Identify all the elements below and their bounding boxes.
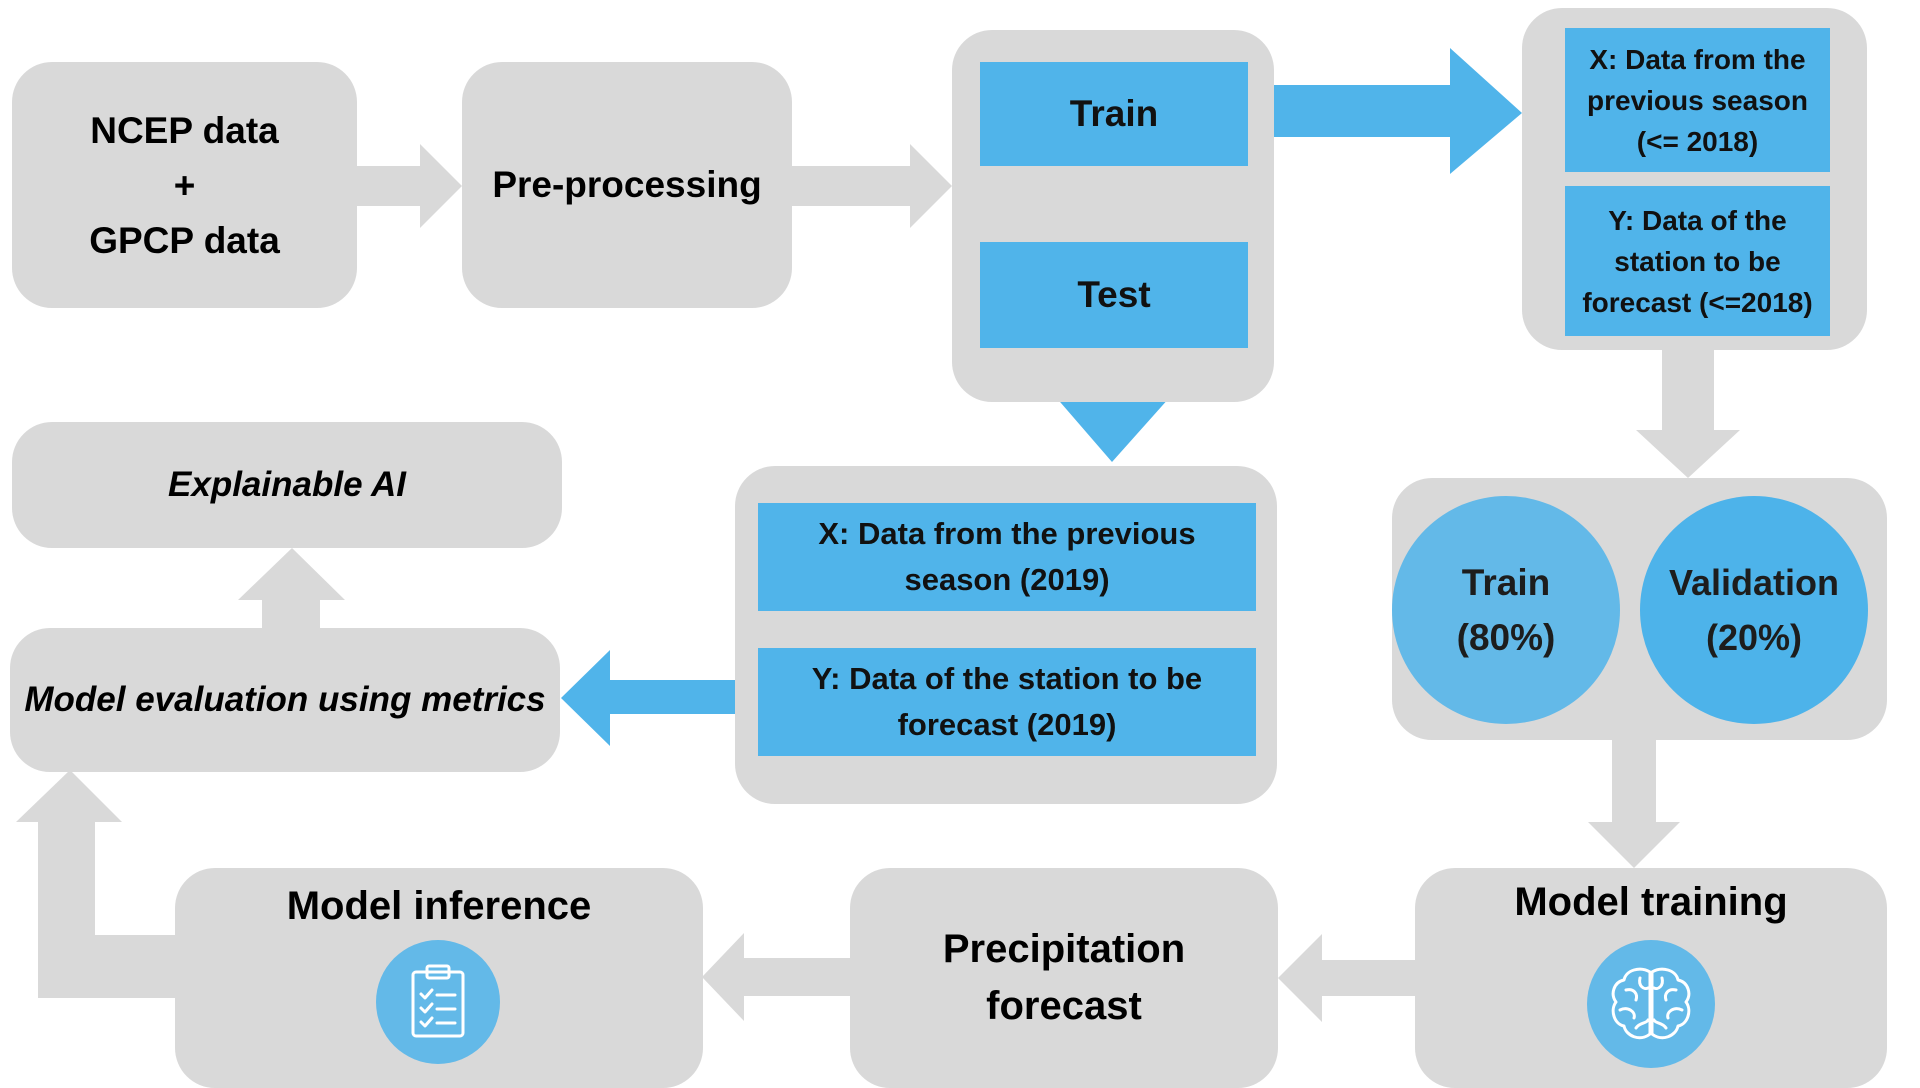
train-circle-line1: Train	[1461, 562, 1551, 603]
test-y-line1: Y: Data of the station to be	[811, 661, 1203, 696]
train-80-circle: Train (80%)	[1392, 496, 1620, 724]
gpcp-line: GPCP data	[89, 219, 280, 261]
train-y-block: Y: Data of the station to be forecast (<…	[1565, 186, 1830, 336]
arrow-preprocessing-to-split	[792, 144, 952, 228]
preprocessing-node: Pre-processing	[462, 62, 792, 308]
model-evaluation-node: Model evaluation using metrics	[10, 628, 560, 772]
arrow-evaluation-to-xai	[238, 548, 345, 628]
split-train-block: Train	[980, 62, 1248, 166]
split-test-block: Test	[980, 242, 1248, 348]
precipitation-line: Precipitation	[942, 927, 1186, 971]
train-x-line2: previous season	[1587, 84, 1808, 116]
precipitation-forecast-node: Precipitation forecast	[850, 868, 1278, 1088]
split-test-label: Test	[1077, 274, 1151, 315]
explainable-ai-label: Explainable AI	[168, 465, 406, 504]
plus-sign: +	[173, 164, 196, 206]
train-y-line1: Y: Data of the	[1608, 204, 1787, 236]
clipboard-checklist-icon	[376, 940, 500, 1064]
forecast-line: forecast	[986, 984, 1142, 1028]
arrow-trainbox-to-split	[1636, 350, 1740, 478]
validation-20-circle: Validation (20%)	[1640, 496, 1868, 724]
arrow-test-to-testxy	[1048, 345, 1178, 462]
preprocessing-label: Pre-processing	[492, 164, 762, 205]
model-training-label: Model training	[1514, 880, 1788, 924]
test-y-line2: forecast (2019)	[897, 707, 1117, 742]
explainable-ai-node: Explainable AI	[12, 422, 562, 548]
test-x-line2: season (2019)	[904, 562, 1110, 597]
test-y-block: Y: Data of the station to be forecast (2…	[758, 648, 1256, 756]
train-x-line3: (<= 2018)	[1636, 125, 1759, 157]
validation-circle-line2: (20%)	[1705, 617, 1802, 658]
arrow-training-to-forecast	[1278, 934, 1415, 1022]
ncep-gpcp-data-node: NCEP data + GPCP data	[12, 62, 357, 308]
arrow-split-to-training	[1588, 738, 1680, 868]
model-evaluation-label: Model evaluation using metrics	[24, 680, 546, 719]
arrow-train-to-trainxy	[1245, 48, 1522, 174]
ncep-line: NCEP data	[90, 109, 279, 151]
train-y-line2: station to be	[1614, 245, 1781, 277]
arrow-inference-to-evaluation	[16, 770, 175, 998]
train-x-line1: X: Data from the	[1589, 43, 1806, 75]
split-train-label: Train	[1069, 93, 1159, 134]
arrow-ncep-to-preprocessing	[357, 144, 462, 228]
arrow-forecast-to-inference	[702, 933, 850, 1021]
validation-circle-line1: Validation	[1668, 562, 1840, 603]
train-y-line3: forecast (<=2018)	[1582, 286, 1813, 318]
train-circle-line2: (80%)	[1456, 617, 1556, 658]
model-inference-label: Model inference	[286, 884, 592, 928]
brain-icon	[1587, 940, 1715, 1068]
test-x-line1: X: Data from the previous	[818, 516, 1196, 551]
test-x-block: X: Data from the previous season (2019)	[758, 503, 1256, 611]
arrow-testxy-to-evaluation	[561, 650, 758, 746]
train-x-block: X: Data from the previous season (<= 201…	[1565, 28, 1830, 172]
